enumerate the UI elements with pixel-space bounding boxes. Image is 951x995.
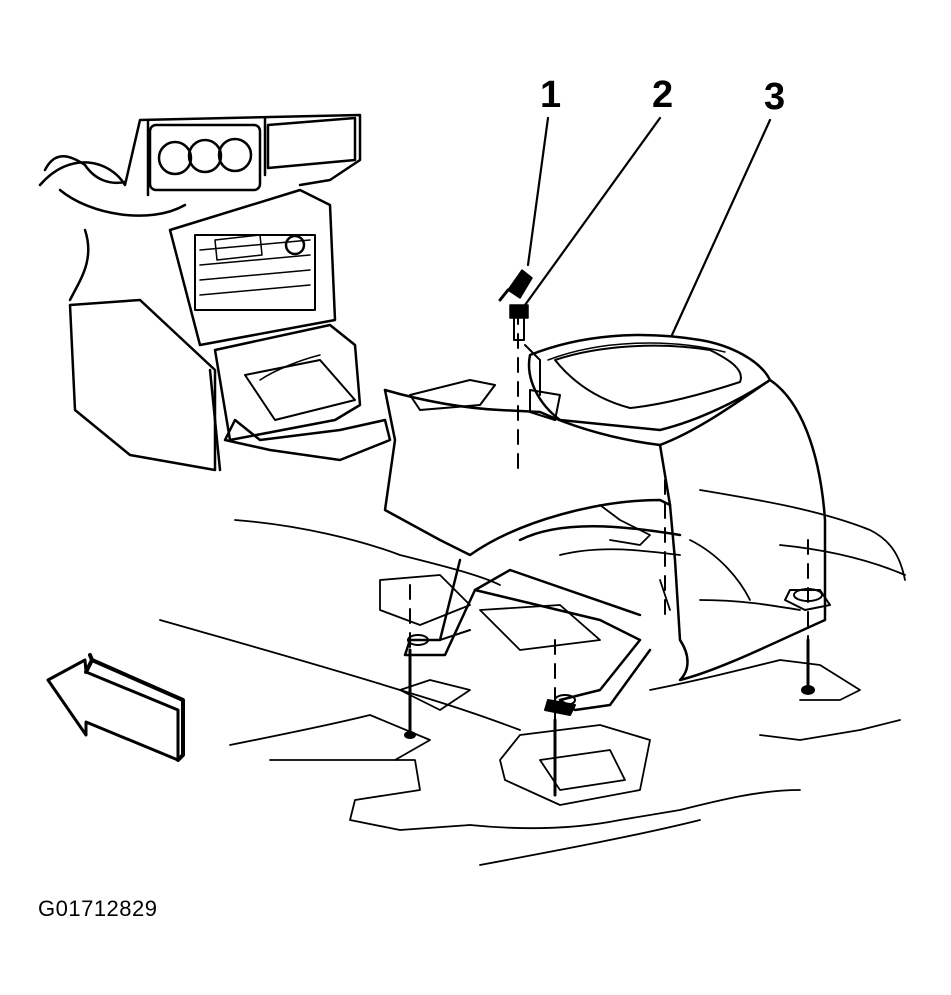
bolt-icon	[509, 304, 529, 341]
console-bracket	[403, 525, 682, 712]
screw-icon	[498, 269, 533, 302]
callout-1-label: 1	[540, 74, 562, 116]
instrument-panel	[38, 113, 392, 472]
floor-pan	[159, 489, 906, 866]
floor-console	[383, 333, 831, 682]
fastener-centerlines	[409, 309, 809, 761]
floor-fasteners	[404, 588, 823, 739]
callout-3-label: 3	[764, 76, 786, 118]
leader-lines	[523, 116, 772, 337]
figure-id: G01712829	[38, 896, 158, 921]
front-direction-arrow-icon	[46, 653, 185, 762]
stud-lines	[408, 638, 810, 797]
callout-2-label: 2	[652, 74, 674, 116]
